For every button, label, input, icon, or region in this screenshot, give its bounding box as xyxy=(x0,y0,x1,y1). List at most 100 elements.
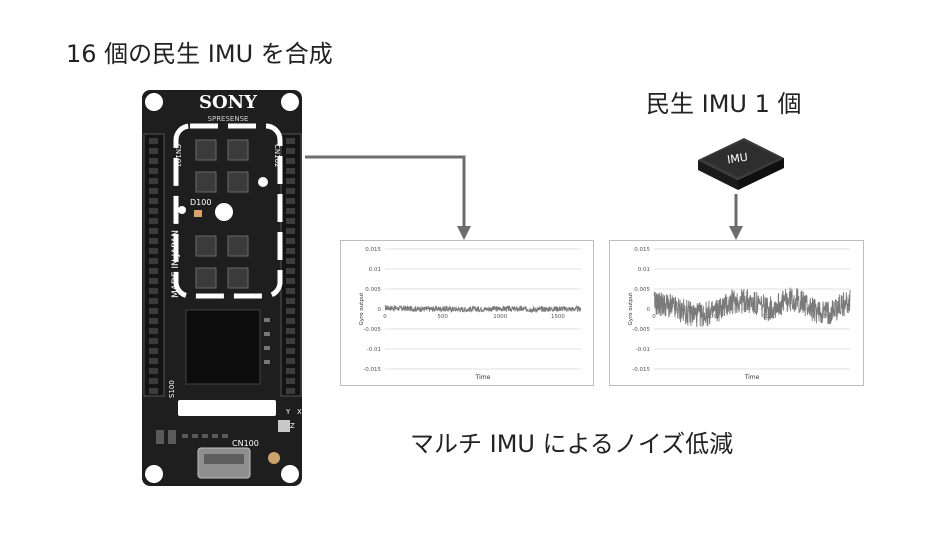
label-cn101: CN101 xyxy=(174,144,182,168)
header-pin xyxy=(286,378,295,384)
arrow-head-single xyxy=(729,226,743,240)
arrow-board-to-plot xyxy=(305,155,466,228)
y-tick-label: 0.005 xyxy=(365,287,381,293)
header-pin xyxy=(149,218,158,224)
spresense-board: SONY SPRESENSE D100 CN101 CN102 MADE IN … xyxy=(142,90,302,486)
header-pin xyxy=(286,258,295,264)
header-pin xyxy=(286,238,295,244)
header-pin xyxy=(149,178,158,184)
x-tick-label: 1500 xyxy=(551,314,565,320)
label-s100: S100 xyxy=(168,380,176,398)
header-pin xyxy=(286,198,295,204)
header-pin xyxy=(149,258,158,264)
imu-chip: IMU xyxy=(698,138,784,190)
header-pin xyxy=(286,348,295,354)
header-pin xyxy=(286,138,295,144)
header-pin xyxy=(149,338,158,344)
mount-hole xyxy=(281,465,299,483)
header-pin xyxy=(149,208,158,214)
label-axis-z: Z xyxy=(290,422,295,430)
header-pin xyxy=(149,148,158,154)
header-pin xyxy=(149,248,158,254)
header-pin xyxy=(286,338,295,344)
board-model: SPRESENSE xyxy=(208,115,249,123)
y-tick-label: 0 xyxy=(378,307,382,313)
header-pin xyxy=(286,168,295,174)
title-left: 16 個の民生 IMU を合成 xyxy=(66,40,333,68)
label-cn100: CN100 xyxy=(232,439,259,448)
y-axis-label: Gyro output xyxy=(359,292,365,326)
series-line xyxy=(653,287,851,327)
header-pin xyxy=(149,158,158,164)
x-tick-label: 0 xyxy=(383,314,387,320)
y-tick-label: 0.015 xyxy=(634,247,650,253)
x-tick-label: 500 xyxy=(437,314,448,320)
y-tick-label: 0.015 xyxy=(365,247,381,253)
imu-chip-label: IMU xyxy=(726,151,748,167)
header-pin xyxy=(149,228,158,234)
main-processor xyxy=(185,309,261,385)
header-pin xyxy=(286,388,295,394)
header-pin xyxy=(149,298,158,304)
x-tick-label: 0 xyxy=(652,314,656,320)
header-pin xyxy=(149,318,158,324)
header-pin xyxy=(286,248,295,254)
header-pin xyxy=(286,298,295,304)
mount-hole xyxy=(281,93,299,111)
mount-hole xyxy=(145,465,163,483)
header-pin xyxy=(286,368,295,374)
x-tick-label: 1000 xyxy=(493,314,507,320)
y-axis-label: Gyro output xyxy=(628,292,634,326)
header-pin xyxy=(286,218,295,224)
header-pin xyxy=(149,378,158,384)
header-pin xyxy=(149,198,158,204)
header-pin xyxy=(149,288,158,294)
y-tick-label: 0.01 xyxy=(369,267,381,273)
mount-hole xyxy=(145,93,163,111)
header-pin xyxy=(149,308,158,314)
y-tick-label: -0.015 xyxy=(632,367,650,373)
header-pin xyxy=(286,228,295,234)
header-pin xyxy=(286,158,295,164)
label-d100: D100 xyxy=(190,198,211,207)
header-pin xyxy=(149,368,158,374)
label-made-in: MADE IN JAPAN xyxy=(171,230,181,298)
header-pin xyxy=(149,388,158,394)
header-pin xyxy=(149,268,158,274)
title-right: 民生 IMU 1 個 xyxy=(646,90,802,118)
header-pin xyxy=(286,288,295,294)
y-tick-label: 0.01 xyxy=(638,267,650,273)
header-pin xyxy=(286,358,295,364)
header-pin xyxy=(149,278,158,284)
header-pin xyxy=(286,188,295,194)
header-pin xyxy=(286,328,295,334)
label-cn102: CN102 xyxy=(273,144,281,168)
y-tick-label: -0.01 xyxy=(636,347,650,353)
header-pin xyxy=(286,148,295,154)
y-tick-label: -0.01 xyxy=(367,347,381,353)
header-pin xyxy=(149,358,158,364)
header-pin xyxy=(149,138,158,144)
label-axis-y: Y xyxy=(285,408,291,416)
header-pin xyxy=(286,278,295,284)
header-pin xyxy=(149,348,158,354)
header-pin xyxy=(149,168,158,174)
x-axis-label: Time xyxy=(744,374,760,381)
header-pins xyxy=(149,138,295,394)
y-tick-label: -0.005 xyxy=(632,327,650,333)
y-tick-label: 0.005 xyxy=(634,287,650,293)
header-pin xyxy=(286,318,295,324)
header-pin xyxy=(286,178,295,184)
header-pin xyxy=(286,308,295,314)
y-tick-label: 0 xyxy=(647,307,651,313)
header-pin xyxy=(149,328,158,334)
header-pin xyxy=(286,208,295,214)
x-axis-label: Time xyxy=(475,374,491,381)
arrow-head-multi xyxy=(457,226,471,240)
caption-noise-reduction: マルチ IMU によるノイズ低減 xyxy=(410,430,734,458)
